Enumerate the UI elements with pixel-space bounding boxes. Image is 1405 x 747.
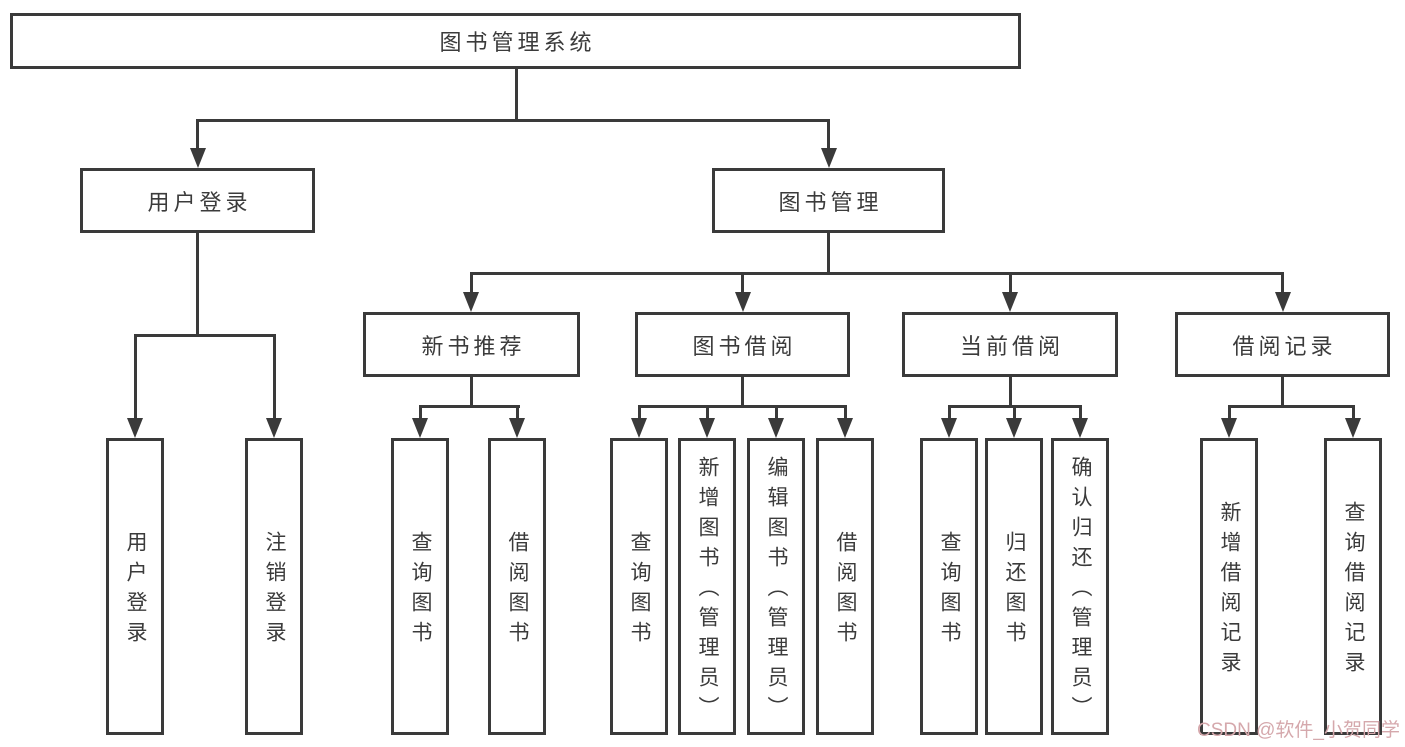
arrowhead-g4-confirm-return — [1072, 418, 1088, 438]
arrowhead-current-borrow — [1002, 292, 1018, 312]
connector-l3-stem-2 — [741, 273, 744, 292]
connector-group3-stem-a — [637, 406, 641, 419]
node-root: 图书管理系统 — [10, 13, 1021, 69]
leaf-record-query-record-label: 查询借阅记录 — [1342, 501, 1365, 681]
leaf-recommend-borrow-books-label: 借阅图书 — [506, 531, 529, 651]
connector-book-management-stem — [827, 230, 830, 273]
leaf-borrow-add-books-label: 新增图书（管理员） — [696, 456, 719, 726]
arrowhead-g5-add-record — [1221, 418, 1237, 438]
leaf-record-add-record-label: 新增借阅记录 — [1218, 501, 1241, 681]
leaf-logout-label: 注销登录 — [263, 531, 286, 651]
node-book-borrow: 图书借阅 — [635, 312, 850, 377]
leaf-borrow-query-books-label: 查询图书 — [628, 531, 651, 651]
connector-group5-hline — [1227, 404, 1355, 408]
connector-group4-stem-b — [1012, 406, 1016, 419]
leaf-recommend-query-books-label: 查询图书 — [409, 531, 432, 651]
arrowhead-book-borrow — [734, 292, 751, 312]
arrowhead-g3-query-books — [631, 418, 647, 438]
connector-group5-stem-b — [1351, 406, 1355, 419]
leaf-borrow-borrow-books-label: 借阅图书 — [834, 531, 857, 651]
arrowhead-g4-query-books — [941, 418, 957, 438]
arrowhead-g2-query-books — [412, 418, 428, 438]
node-borrow-record-label: 借阅记录 — [1232, 333, 1337, 359]
leaf-current-query-books: 查询图书 — [920, 438, 978, 735]
leaf-logout: 注销登录 — [245, 438, 303, 735]
node-borrow-record: 借阅记录 — [1175, 312, 1390, 377]
node-new-book-recommend: 新书推荐 — [363, 312, 580, 377]
connector-group3-stem-d — [843, 406, 847, 419]
connector-root-hline — [196, 118, 830, 122]
node-current-borrow-label: 当前借阅 — [959, 333, 1064, 359]
arrowhead-leaf-logout — [266, 418, 282, 438]
leaf-borrow-query-books: 查询图书 — [610, 438, 668, 735]
arrowhead-g2-borrow-books — [509, 418, 525, 438]
node-current-borrow: 当前借阅 — [902, 312, 1118, 377]
leaf-user-login: 用户登录 — [106, 438, 164, 735]
arrowhead-g3-add-books — [699, 418, 715, 438]
leaf-borrow-add-books: 新增图书（管理员） — [678, 438, 736, 735]
leaf-current-confirm-return-label: 确认归还（管理员） — [1069, 456, 1092, 726]
arrowhead-borrow-record — [1274, 292, 1291, 312]
leaf-recommend-query-books: 查询图书 — [391, 438, 449, 735]
node-book-management: 图书管理 — [712, 168, 945, 233]
connector-group3-hline — [637, 404, 847, 408]
connector-l3-stem-3 — [1008, 273, 1012, 292]
node-user-login: 用户登录 — [80, 168, 315, 233]
leaf-recommend-borrow-books: 借阅图书 — [488, 438, 546, 735]
arrowhead-g5-query-record — [1345, 418, 1361, 438]
connector-group5-stem — [1281, 375, 1284, 406]
leaf-current-query-books-label: 查询图书 — [938, 531, 961, 651]
connector-l2-right-stem — [827, 118, 830, 150]
arrowhead-g4-return-books — [1006, 418, 1022, 438]
arrowhead-g3-edit-books — [768, 418, 784, 438]
connector-group3-stem-b — [705, 406, 709, 419]
connector-group4-stem-c — [1078, 406, 1082, 419]
node-new-book-recommend-label: 新书推荐 — [421, 333, 526, 359]
connector-group2-stem-b — [515, 406, 519, 419]
leaf-record-add-record: 新增借阅记录 — [1200, 438, 1258, 735]
leaf-record-query-record: 查询借阅记录 — [1324, 438, 1382, 735]
connector-group4-stem — [1008, 375, 1012, 406]
connector-group2-hline — [418, 404, 520, 408]
connector-l3-stem-1 — [469, 273, 473, 292]
node-book-borrow-label: 图书借阅 — [692, 333, 797, 359]
watermark: CSDN @软件_小贺同学 — [1197, 720, 1400, 741]
connector-l3-hline — [469, 271, 1284, 275]
node-book-management-label: 图书管理 — [778, 189, 883, 215]
connector-l2-left-stem — [196, 118, 199, 150]
connector-group2-stem-a — [418, 406, 422, 419]
leaf-current-confirm-return: 确认归还（管理员） — [1051, 438, 1109, 735]
connector-user-login-stem — [196, 230, 199, 335]
connector-group5-stem-a — [1227, 406, 1231, 419]
node-user-login-label: 用户登录 — [147, 189, 252, 215]
node-root-label: 图书管理系统 — [439, 30, 596, 55]
connector-group1-stem-b — [272, 335, 276, 419]
leaf-borrow-edit-books-label: 编辑图书（管理员） — [765, 456, 788, 726]
arrowhead-new-book-recommend — [463, 292, 479, 312]
leaf-user-login-label: 用户登录 — [124, 531, 147, 651]
arrowhead-user-login — [189, 148, 206, 168]
leaf-current-return-books-label: 归还图书 — [1003, 531, 1026, 651]
connector-group1-stem-a — [133, 335, 137, 419]
connector-group4-stem-a — [947, 406, 951, 419]
arrowhead-leaf-user-login — [127, 418, 143, 438]
connector-group3-stem-c — [774, 406, 778, 419]
connector-l3-stem-4 — [1281, 273, 1284, 292]
connector-group1-hline — [133, 333, 276, 337]
leaf-borrow-borrow-books: 借阅图书 — [816, 438, 874, 735]
leaf-current-return-books: 归还图书 — [985, 438, 1043, 735]
connector-group3-stem — [741, 375, 744, 406]
leaf-borrow-edit-books: 编辑图书（管理员） — [747, 438, 805, 735]
arrowhead-g3-borrow-books — [837, 418, 853, 438]
arrowhead-book-management — [820, 148, 837, 168]
connector-group2-stem — [470, 375, 473, 406]
connector-root-stem — [514, 66, 518, 120]
